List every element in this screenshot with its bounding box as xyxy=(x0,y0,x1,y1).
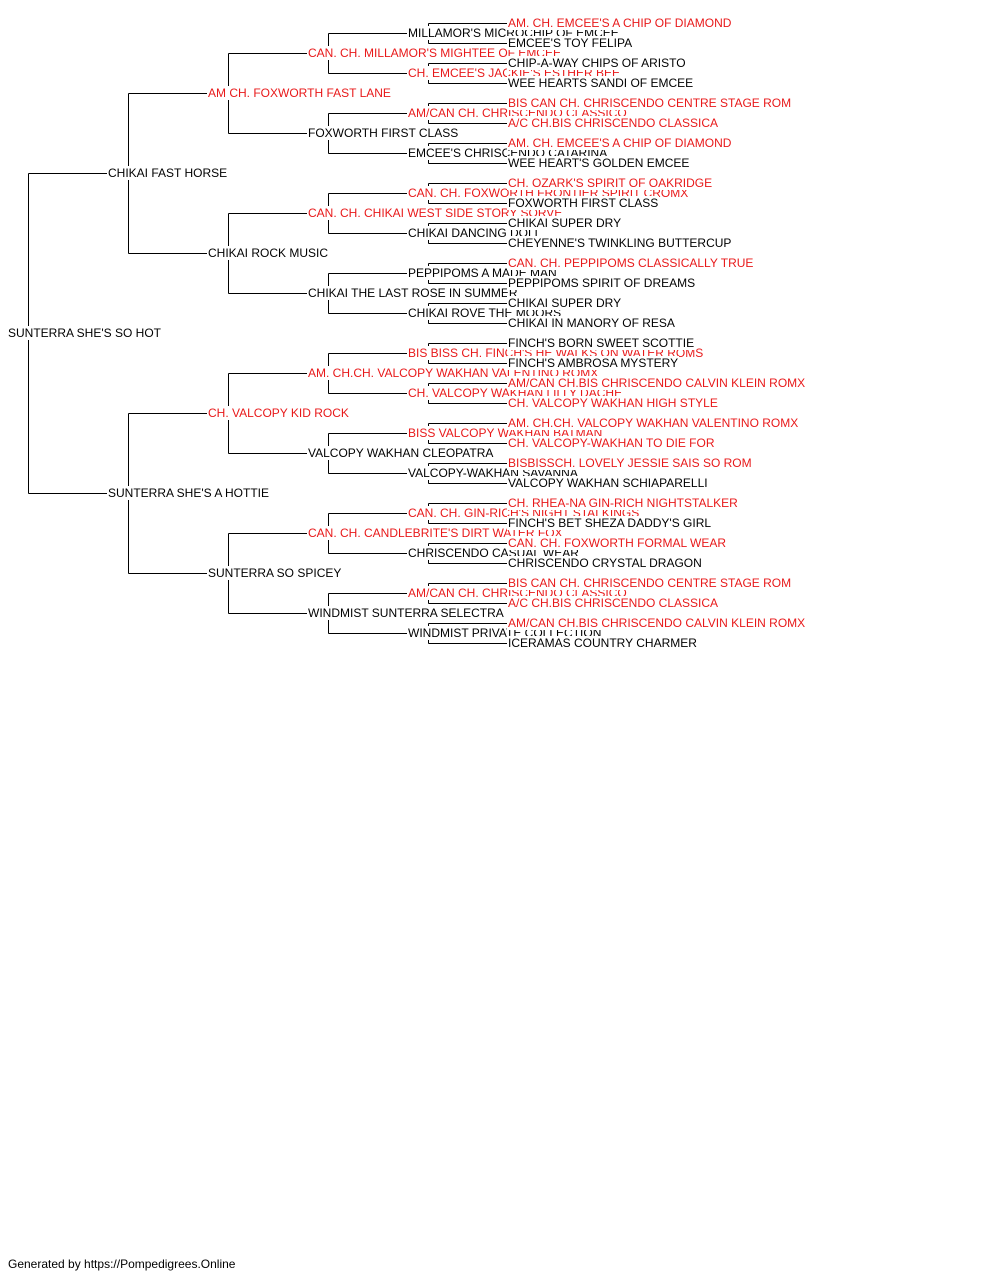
ancestor-name: AM. CH. EMCEE'S A CHIP OF DIAMOND xyxy=(507,136,733,150)
ancestor-name: AM/CAN CH.BIS CHRISCENDO CALVIN KLEIN RO… xyxy=(507,376,807,390)
ancestor-name: CH. VALCOPY KID ROCK xyxy=(207,406,350,420)
ancestor-name: CHIKAI THE LAST ROSE IN SUMMER xyxy=(307,286,519,300)
ancestor-name: A/C CH.BIS CHRISCENDO CLASSICA xyxy=(507,116,720,130)
ancestor-name: FINCH'S AMBROSA MYSTERY xyxy=(507,356,680,370)
ancestor-name: AM CH. FOXWORTH FAST LANE xyxy=(207,86,392,100)
ancestor-name: FOXWORTH FIRST CLASS xyxy=(307,126,460,140)
ancestor-name: BIS CAN CH. CHRISCENDO CENTRE STAGE ROM xyxy=(507,96,793,110)
ancestor-name: ICERAMAS COUNTRY CHARMER xyxy=(507,636,698,650)
ancestor-name: BIS CAN CH. CHRISCENDO CENTRE STAGE ROM xyxy=(507,576,793,590)
ancestor-name: WEE HEARTS SANDI OF EMCEE xyxy=(507,76,695,90)
ancestor-name: A/C CH.BIS CHRISCENDO CLASSICA xyxy=(507,596,720,610)
ancestor-name: SUNTERRA SHE'S A HOTTIE xyxy=(107,486,270,500)
ancestor-name: CAN. CH. PEPPIPOMS CLASSICALLY TRUE xyxy=(507,256,755,270)
ancestor-name: CHIKAI IN MANORY OF RESA xyxy=(507,316,676,330)
ancestor-name: CH. VALCOPY WAKHAN HIGH STYLE xyxy=(507,396,719,410)
ancestor-name: PEPPIPOMS SPIRIT OF DREAMS xyxy=(507,276,697,290)
ancestor-name: CHEYENNE'S TWINKLING BUTTERCUP xyxy=(507,236,733,250)
ancestor-name: FINCH'S BET SHEZA DADDY'S GIRL xyxy=(507,516,713,530)
ancestor-name: CHIKAI FAST HORSE xyxy=(107,166,229,180)
ancestor-name: EMCEE'S TOY FELIPA xyxy=(507,36,634,50)
ancestor-name: AM. CH. EMCEE'S A CHIP OF DIAMOND xyxy=(507,16,733,30)
ancestor-name: CAN. CH. CANDLEBRITE'S DIRT WATER FOX xyxy=(307,526,564,540)
ancestor-name: WINDMIST SUNTERRA SELECTRA xyxy=(307,606,505,620)
ancestor-name: BISBISSCH. LOVELY JESSIE SAIS SO ROM xyxy=(507,456,753,470)
ancestor-name: CAN. CH. MILLAMOR'S MIGHTEE OF EMCEE xyxy=(307,46,562,60)
ancestor-name: CHIKAI SUPER DRY xyxy=(507,296,623,310)
ancestor-name: CAN. CH. FOXWORTH FORMAL WEAR xyxy=(507,536,728,550)
ancestor-name: CH. OZARK'S SPIRIT OF OAKRIDGE xyxy=(507,176,714,190)
ancestor-name: CH. VALCOPY-WAKHAN TO DIE FOR xyxy=(507,436,716,450)
ancestor-name: AM. CH.CH. VALCOPY WAKHAN VALENTINO ROMX xyxy=(507,416,800,430)
ancestor-name: FINCH'S BORN SWEET SCOTTIE xyxy=(507,336,696,350)
ancestor-name: SUNTERRA SO SPICEY xyxy=(207,566,343,580)
ancestor-name: WEE HEART'S GOLDEN EMCEE xyxy=(507,156,691,170)
ancestor-name: VALCOPY WAKHAN SCHIAPARELLI xyxy=(507,476,709,490)
ancestor-name: CAN. CH. CHIKAI WEST SIDE STORY SORVE xyxy=(307,206,564,220)
ancestor-name: AM/CAN CH.BIS CHRISCENDO CALVIN KLEIN RO… xyxy=(507,616,807,630)
ancestor-name: CHIKAI SUPER DRY xyxy=(507,216,623,230)
subject-dog-name: SUNTERRA SHE'S SO HOT xyxy=(7,326,162,340)
ancestor-name: CH. RHEA-NA GIN-RICH NIGHTSTALKER xyxy=(507,496,739,510)
ancestor-name: CHIKAI ROCK MUSIC xyxy=(207,246,330,260)
generated-by-footer: Generated by https://Pompedigrees.Online xyxy=(8,1257,236,1271)
ancestor-name: CHRISCENDO CRYSTAL DRAGON xyxy=(507,556,703,570)
ancestor-name: FOXWORTH FIRST CLASS xyxy=(507,196,660,210)
ancestor-name: CHIP-A-WAY CHIPS OF ARISTO xyxy=(507,56,687,70)
ancestor-name: VALCOPY WAKHAN CLEOPATRA xyxy=(307,446,495,460)
